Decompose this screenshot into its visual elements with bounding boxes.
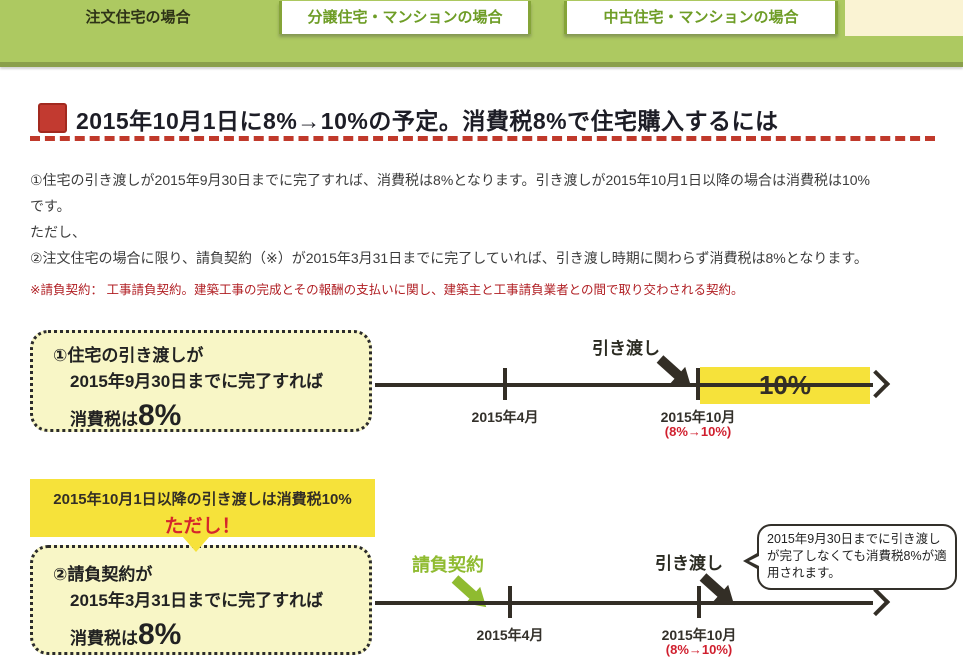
condition2-box: ②請負契約が 2015年3月31日までに完了すれば 消費税は8% — [30, 545, 372, 655]
timeline1-april-label: 2015年4月 — [471, 409, 539, 425]
timeline2-arrowhead-icon — [861, 587, 891, 617]
speech-bubble-tail-fill — [749, 555, 761, 567]
exception-speech-bubble: 2015年9月30日までに引き渡しが完了しなくても消費税8%が適用されます。 — [757, 524, 957, 590]
timeline1-handover-label: 引き渡し — [592, 339, 660, 358]
timeline2-contract-label: 請負契約 — [412, 555, 484, 575]
tab-used-home[interactable]: 中古住宅・マンションの場合 — [564, 1, 838, 34]
timeline2-tick-april — [508, 586, 512, 618]
condition1-line1: ①住宅の引き渡しが — [53, 346, 204, 365]
callout-line2: ただし！ — [164, 516, 241, 537]
header-green-band — [0, 36, 963, 62]
tab-custom-home[interactable]: 注文住宅の場合 — [85, 9, 191, 26]
rate-10-percent-label: 10% — [758, 370, 812, 400]
tadashi-callout: 2015年10月1日以降の引き渡しは消費税10% ただし！ — [30, 479, 375, 537]
page-title: 2015年10月1日に8%→10%の予定。消費税8%で住宅購入するには — [76, 108, 779, 134]
timeline1-october-label: 2015年10月 — [660, 409, 736, 425]
condition1-line3: 消費税は8% — [53, 396, 369, 440]
timeline1-tick-april — [503, 368, 507, 400]
intro-line-3: ただし、 — [30, 224, 86, 240]
condition2-tax-rate: 8% — [138, 618, 182, 651]
header-bottom-border — [0, 62, 963, 67]
timeline1-axis — [375, 383, 873, 387]
condition2-line2: 2015年3月31日までに完了すれば — [70, 591, 324, 610]
timeline2-axis — [375, 601, 873, 605]
timeline2-october-label: 2015年10月 — [661, 627, 737, 643]
intro-paragraph: ①住宅の引き渡しが2015年9月30日までに完了すれば、消費税は8%となります。… — [30, 167, 870, 271]
timeline2-handover-label: 引き渡し — [655, 554, 723, 573]
callout-pointer-icon — [182, 536, 210, 552]
timeline1-handover-arrow-icon — [653, 351, 700, 397]
condition2-line1: ②請負契約が — [53, 565, 153, 584]
timeline2-contract-arrow-icon — [448, 571, 495, 617]
condition1-box: ①住宅の引き渡しが 2015年9月30日までに完了すれば 消費税は8% — [30, 330, 372, 432]
tab-built-for-sale-home[interactable]: 分譲住宅・マンションの場合 — [279, 1, 531, 34]
timeline2-tick-october — [697, 586, 701, 618]
intro-line-2: です。 — [30, 198, 71, 214]
intro-line-4: ②注文住宅の場合に限り、請負契約（※）が2015年3月31日までに完了していれば… — [30, 250, 868, 266]
condition2-line3: 消費税は8% — [53, 615, 369, 659]
heading-bullet-square — [38, 103, 67, 133]
timeline2-rate-change-label: (8%→10%) — [665, 642, 733, 657]
condition2-tax-prefix: 消費税は — [70, 629, 138, 648]
timeline1-rate-change-label: (8%→10%) — [664, 424, 732, 439]
callout-line1: 2015年10月1日以降の引き渡しは消費税10% — [53, 491, 352, 508]
condition1-line2: 2015年9月30日までに完了すれば — [70, 372, 324, 391]
condition1-tax-rate: 8% — [138, 399, 182, 432]
heading-dashed-underline — [30, 136, 935, 141]
timeline2-april-label: 2015年4月 — [476, 627, 544, 643]
contract-definition-note: ※請負契約： 工事請負契約。建築工事の完成とその報酬の支払いに関し、建築主と工事… — [30, 283, 744, 297]
timeline2-handover-arrow-icon — [696, 569, 743, 615]
condition1-tax-prefix: 消費税は — [70, 410, 138, 429]
timeline1-tick-october — [696, 368, 700, 400]
intro-line-1: ①住宅の引き渡しが2015年9月30日までに完了すれば、消費税は8%となります。… — [30, 172, 870, 188]
